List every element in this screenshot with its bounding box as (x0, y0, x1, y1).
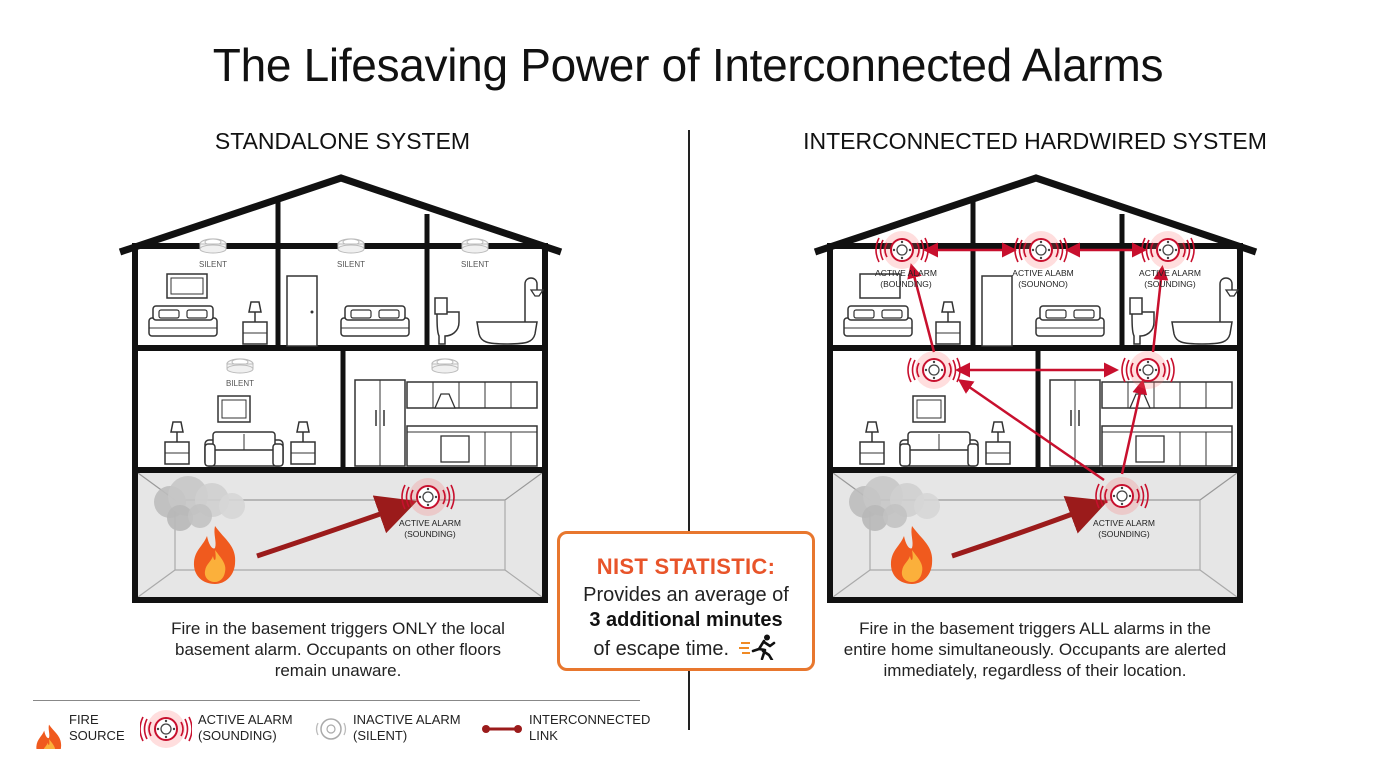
legend-fire-line2: SOURCE (69, 728, 125, 743)
silent-alarm-bathroom (461, 238, 489, 254)
basement-alarm-label-line1: ACTIVE ALARM (1093, 518, 1155, 528)
legend-fire-source: FIRE SOURCE (69, 712, 125, 744)
silent-label-3: SILENT (461, 260, 489, 269)
silent-label-1: SILENT (199, 260, 227, 269)
interconnected-caption-line2: entire home simultaneously. Occupants ar… (843, 640, 1227, 659)
fire-to-alarm-arrow (256, 495, 418, 559)
legend-inactive-line1: INACTIVE ALARM (353, 712, 461, 727)
nist-heading: NIST STATISTIC: (596, 554, 776, 579)
legend-inactive-alarm: INACTIVE ALARM (SILENT) (353, 712, 461, 744)
standalone-heading: STANDALONE SYSTEM (214, 128, 471, 154)
active-alarm-living (907, 350, 961, 390)
silent-label-2: SILENT (337, 260, 365, 269)
standalone-house-diagram: SILENT SILENT SILENT BILENT ACTIVE ALARM… (118, 174, 563, 603)
silent-alarm-bedroom-2 (337, 238, 365, 254)
active-alarm-bedroom-1 (875, 230, 929, 270)
nist-line1: Provides an average of (583, 584, 789, 606)
interconnected-link-icon (482, 725, 522, 733)
alarm1-label-line2: (BOUNDING) (880, 279, 932, 289)
interconnected-house-diagram: ACTIVE ALARM (BOUNDING) ACTIVE ALABM (SO… (813, 174, 1258, 603)
alarm1-label-line1: ACTIVE ALARM (875, 268, 937, 278)
active-alarm-bedroom-2 (1014, 230, 1068, 270)
legend-interconnected-link: INTERCONNECTED LINK (529, 712, 650, 744)
legend-inactive-line2: (SILENT) (353, 728, 408, 743)
legend-divider (33, 700, 640, 701)
alarm2-label-line2: (SOUNONO) (1018, 279, 1068, 289)
divider-tail (688, 690, 690, 730)
interconnected-links (907, 242, 1169, 482)
silent-label-4: BILENT (226, 379, 254, 388)
alarm2-label-line1: ACTIVE ALABM (1012, 268, 1073, 278)
standalone-caption-line3: remain unaware. (274, 661, 402, 680)
standalone-caption-line2: basement alarm. Occupants on other floor… (175, 640, 501, 659)
nist-line3-text: of escape time. (593, 638, 730, 660)
alarm3-label-line1: ACTIVE ALARM (1139, 268, 1201, 278)
panel-divider (688, 130, 690, 730)
interconnected-caption: Fire in the basement triggers ALL alarms… (825, 618, 1245, 681)
inactive-alarm-icon (315, 718, 347, 740)
legend-active-line2: (SOUNDING) (198, 728, 277, 743)
legend-active-alarm: ACTIVE ALARM (SOUNDING) (198, 712, 293, 744)
running-person-icon (738, 634, 775, 662)
basement-alarm-label-line2: (SOUNDING) (1098, 529, 1150, 539)
fire-icon (36, 724, 62, 749)
nist-line2: 3 additional minutes (589, 609, 783, 631)
interconnected-caption-line3: immediately, regardless of their locatio… (883, 661, 1187, 680)
nist-line3: of escape time. (560, 634, 812, 662)
active-label-line1: ACTIVE ALARM (399, 518, 461, 528)
standalone-caption-line1: Fire in the basement triggers ONLY the l… (171, 619, 505, 638)
active-label-line2: (SOUNDING) (404, 529, 456, 539)
alarm3-label-line2: (SOUNDING) (1144, 279, 1196, 289)
silent-alarm-bedroom-1 (199, 238, 227, 254)
nist-statistic-box: NIST STATISTIC: Provides an average of 3… (557, 531, 815, 671)
active-alarm-bathroom (1141, 230, 1195, 270)
active-alarm-icon (140, 709, 192, 749)
silent-alarm-kitchen (431, 358, 459, 374)
legend-fire-line1: FIRE (69, 712, 99, 727)
interconnected-heading: INTERCONNECTED HARDWIRED SYSTEM (803, 128, 1267, 154)
standalone-caption: Fire in the basement triggers ONLY the l… (138, 618, 538, 681)
fire-to-alarm-arrow-right (951, 496, 1109, 559)
silent-alarm-living (226, 358, 254, 374)
interconnected-caption-line1: Fire in the basement triggers ALL alarms… (859, 619, 1211, 638)
legend-link-line1: INTERCONNECTED (529, 712, 651, 727)
page-title: The Lifesaving Power of Interconnected A… (212, 39, 1164, 91)
legend-active-line1: ACTIVE ALARM (198, 712, 293, 727)
legend-link-line2: LINK (529, 728, 558, 743)
